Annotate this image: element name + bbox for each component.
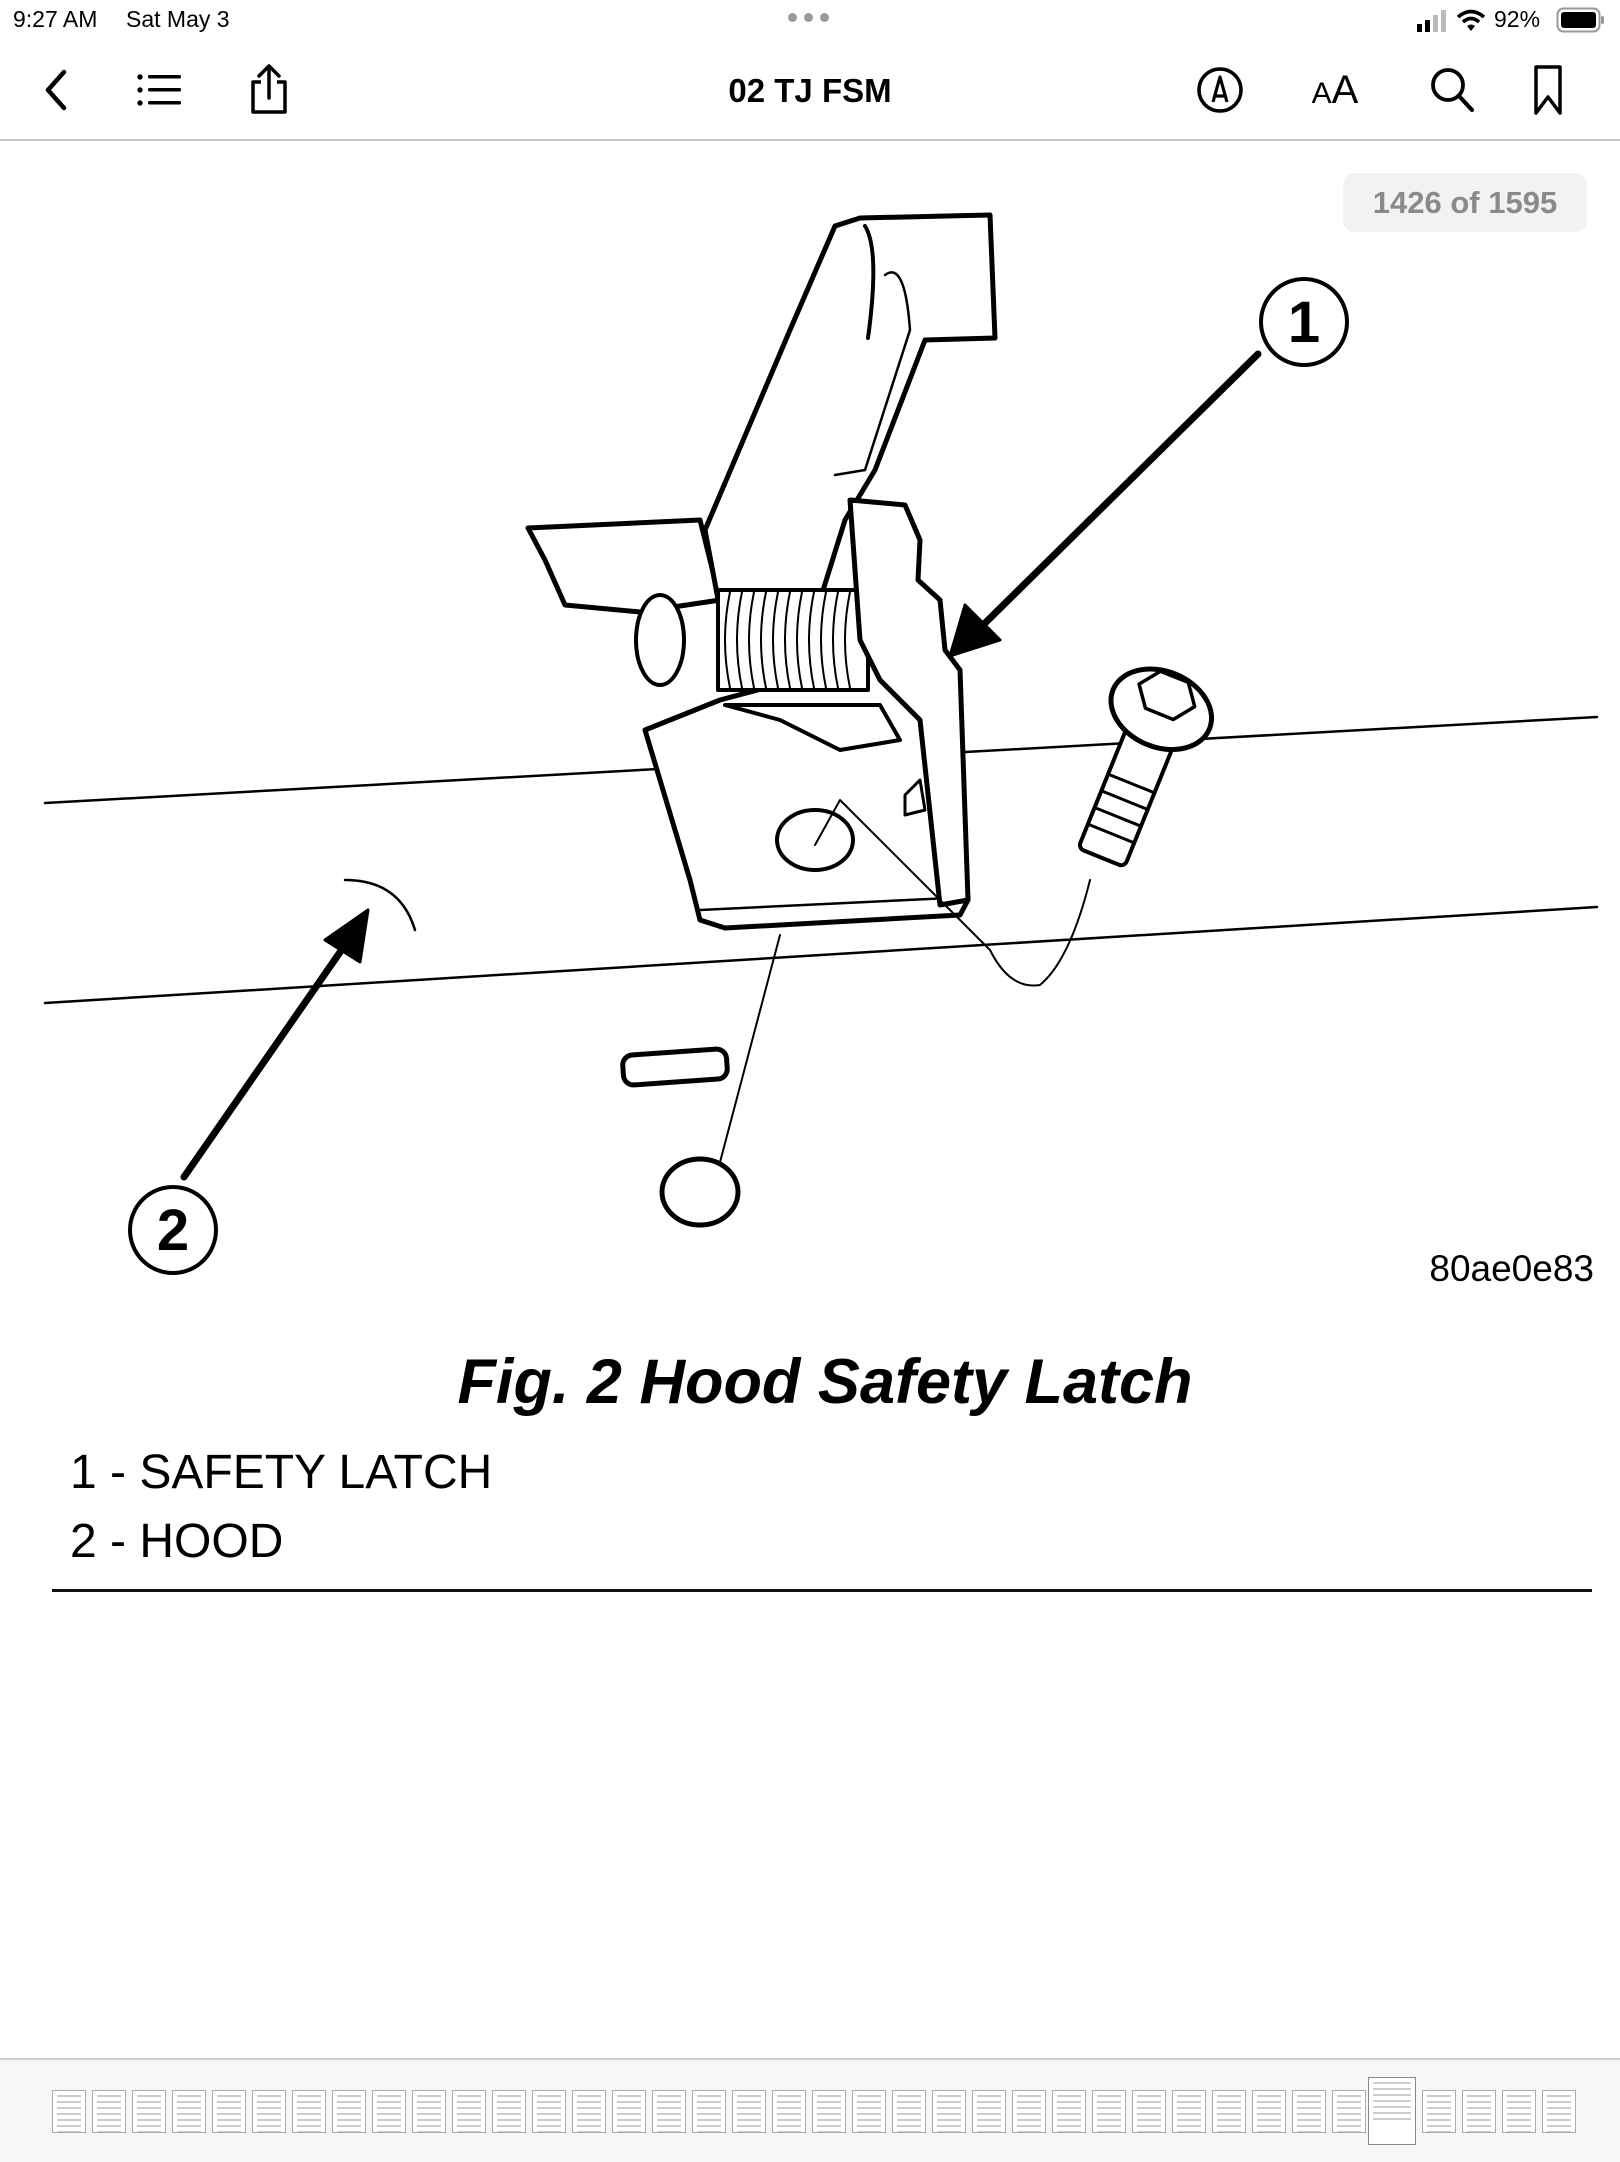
page-thumbnail[interactable] [212, 2090, 246, 2133]
search-icon [1431, 68, 1475, 113]
page-thumbnail[interactable] [1292, 2090, 1326, 2133]
multitasking-dots-icon[interactable] [788, 13, 829, 22]
latch-spring-coil [716, 588, 870, 692]
bolt [1077, 666, 1215, 868]
page-thumbnail[interactable] [892, 2090, 926, 2133]
markup-icon [1197, 67, 1243, 113]
page-thumbnail[interactable] [1422, 2090, 1456, 2133]
legend-item-1: 1 - SAFETY LATCH [70, 1446, 493, 1499]
hood-safety-latch-illustration: 1 2 [43, 212, 1599, 1275]
markup-button[interactable] [1192, 62, 1248, 118]
page-thumbnail[interactable] [1542, 2090, 1576, 2133]
page-thumbnail[interactable] [812, 2090, 846, 2133]
page-thumbnail[interactable] [972, 2090, 1006, 2133]
callout-2-circle [128, 1185, 218, 1275]
page-thumbnail[interactable] [692, 2090, 726, 2133]
status-date: Sat May 3 [126, 6, 230, 32]
page-thumbnail[interactable] [1332, 2090, 1366, 2133]
page-thumbnail[interactable] [172, 2090, 206, 2133]
page-thumbnail[interactable] [92, 2090, 126, 2133]
figure-title: Fig. 2 Hood Safety Latch [457, 1347, 1193, 1417]
page-thumbnail[interactable] [572, 2090, 606, 2133]
page-thumbnail[interactable] [492, 2090, 526, 2133]
page-thumbnail-scrubber[interactable] [0, 2058, 1620, 2162]
page-thumbnail[interactable] [412, 2090, 446, 2133]
page-thumbnail[interactable] [772, 2090, 806, 2133]
page-thumbnail[interactable] [732, 2090, 766, 2133]
page-thumbnail-selected[interactable] [1368, 2077, 1416, 2145]
latch-left-flange [525, 517, 723, 615]
page-thumbnail[interactable] [332, 2090, 366, 2133]
document-title: 02 TJ FSM [728, 72, 892, 109]
callout-1-label: 1 [1288, 290, 1320, 355]
status-time: 9:27 AM [13, 6, 98, 32]
latch-lever-arm [702, 212, 998, 613]
page-thumbnail[interactable] [1172, 2090, 1206, 2133]
page-thumbnail[interactable] [1132, 2090, 1166, 2133]
page-thumbnail[interactable] [452, 2090, 486, 2133]
callout-1-arrow [974, 350, 1262, 634]
cellular-signal-icon [1417, 10, 1451, 37]
bookmark-icon [1534, 65, 1562, 115]
text-size-button[interactable]: AA [1307, 62, 1363, 118]
share-button[interactable] [241, 62, 297, 118]
page-thumbnail[interactable] [1092, 2090, 1126, 2133]
latch-bolt-hole [775, 808, 855, 872]
page-thumbnail[interactable] [1252, 2090, 1286, 2133]
page-thumbnail[interactable] [652, 2090, 686, 2133]
table-of-contents-icon [137, 74, 181, 106]
callout-2-arrow [180, 941, 349, 1181]
page-thumbnail[interactable] [1012, 2090, 1046, 2133]
page-thumbnail[interactable] [252, 2090, 286, 2133]
latch-right-bracket [847, 497, 971, 908]
text-size-icon: AA [1311, 67, 1359, 112]
callout-2-label: 2 [157, 1198, 189, 1263]
toolbar-divider [0, 139, 1620, 141]
page-thumbnail[interactable] [292, 2090, 326, 2133]
back-chevron-icon [45, 69, 67, 111]
back-button[interactable] [27, 62, 83, 118]
share-icon [251, 64, 287, 114]
page-thumbnail[interactable] [1052, 2090, 1086, 2133]
page-thumbnail[interactable] [932, 2090, 966, 2133]
legend-item-2: 2 - HOOD [70, 1515, 284, 1568]
battery-percent: 92% [1494, 6, 1541, 32]
clip-nut [620, 1046, 730, 1088]
page-thumbnail[interactable] [612, 2090, 646, 2133]
hole-plug [659, 1156, 741, 1228]
page-thumbnail[interactable] [1212, 2090, 1246, 2133]
page-thumbnail[interactable] [372, 2090, 406, 2133]
page-thumbnail[interactable] [52, 2090, 86, 2133]
page-thumbnail[interactable] [532, 2090, 566, 2133]
table-of-contents-button[interactable] [131, 62, 187, 118]
bookmark-button[interactable] [1520, 62, 1576, 118]
section-rule [52, 1589, 1592, 1592]
page-thumbnail[interactable] [1502, 2090, 1536, 2133]
page-thumbnail[interactable] [132, 2090, 166, 2133]
battery-icon [1556, 7, 1606, 38]
callout-1-circle [1259, 277, 1349, 367]
page-thumbnail[interactable] [852, 2090, 886, 2133]
hood-edge-line-lower [43, 905, 1599, 1005]
page-thumbnail[interactable] [1462, 2090, 1496, 2133]
page-counter: 1426 of 1595 [1343, 173, 1587, 232]
search-button[interactable] [1424, 62, 1480, 118]
figure-code: 80ae0e83 [1429, 1248, 1594, 1289]
wifi-icon [1456, 8, 1486, 37]
